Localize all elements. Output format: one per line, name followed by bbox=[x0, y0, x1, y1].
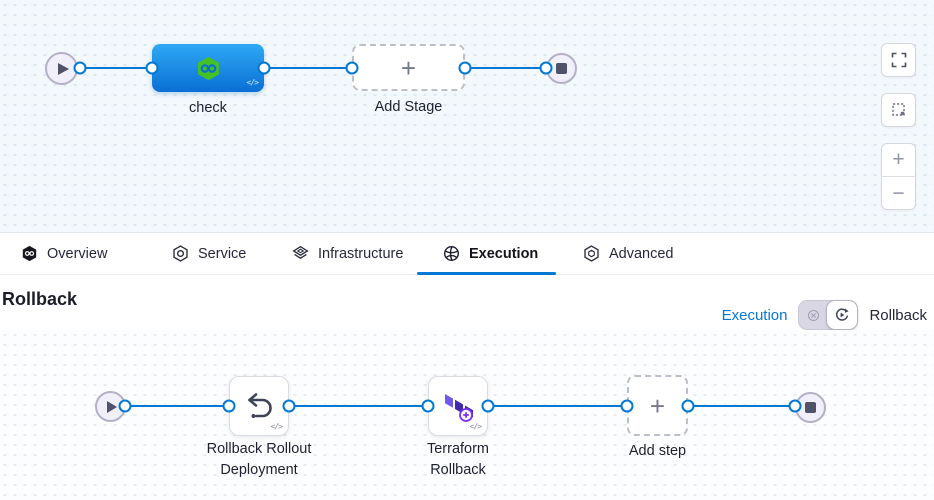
connector-port bbox=[73, 61, 87, 75]
zoom-controls: + − bbox=[881, 143, 916, 210]
fullscreen-button[interactable] bbox=[881, 43, 916, 77]
tab-service[interactable]: Service bbox=[172, 233, 246, 274]
rollback-section-header: Rollback Execution Rollback bbox=[0, 275, 934, 330]
step-label-line: Rollback Rollout bbox=[206, 441, 312, 457]
tab-overview[interactable]: Overview bbox=[21, 233, 107, 274]
terraform-icon bbox=[445, 394, 473, 422]
execution-rollback-switch-group: Execution Rollback bbox=[722, 300, 927, 330]
tab-execution[interactable]: Execution bbox=[443, 233, 538, 274]
toggle-knob[interactable] bbox=[826, 300, 859, 330]
code-icon: </> bbox=[270, 422, 283, 431]
overview-icon bbox=[22, 245, 37, 262]
step-terraform-rollback[interactable]: </> bbox=[428, 376, 488, 436]
connector-port bbox=[788, 399, 802, 413]
stage-check[interactable]: </> bbox=[152, 44, 264, 92]
connector-line bbox=[488, 405, 627, 407]
connector-line bbox=[465, 67, 546, 69]
connector-port bbox=[458, 61, 472, 75]
add-step-button[interactable]: + bbox=[627, 375, 688, 436]
connector-port bbox=[257, 61, 271, 75]
connector-line bbox=[688, 405, 795, 407]
add-stage-label: Add Stage bbox=[374, 99, 443, 115]
minus-icon: − bbox=[892, 181, 905, 205]
tab-label: Infrastructure bbox=[318, 245, 404, 262]
plus-icon: + bbox=[400, 52, 417, 83]
connector-port bbox=[481, 399, 495, 413]
stop-icon bbox=[805, 402, 816, 413]
rollback-canvas[interactable]: </> Rollback Rollout Deployment </> Terr… bbox=[0, 330, 934, 500]
execution-link[interactable]: Execution bbox=[721, 306, 788, 324]
connector-line bbox=[289, 405, 428, 407]
execution-rollback-toggle[interactable] bbox=[798, 300, 859, 330]
harness-stage-icon bbox=[197, 56, 219, 80]
connector-line bbox=[125, 405, 229, 407]
tab-infrastructure[interactable]: Infrastructure bbox=[292, 233, 403, 274]
marquee-select-button[interactable] bbox=[881, 93, 916, 127]
connector-port bbox=[282, 399, 296, 413]
tab-label: Execution bbox=[469, 245, 539, 262]
step-rollback-rollout-deployment[interactable]: </> bbox=[229, 376, 289, 436]
stage-label: check bbox=[189, 100, 227, 116]
rollback-undo-icon bbox=[248, 393, 272, 418]
execution-mini-icon bbox=[808, 309, 820, 322]
connector-port bbox=[421, 399, 435, 413]
execution-icon bbox=[444, 246, 459, 261]
plus-icon: + bbox=[649, 390, 666, 421]
connector-port bbox=[539, 61, 553, 75]
tab-label: Service bbox=[198, 245, 247, 262]
section-title: Rollback bbox=[2, 289, 78, 309]
connector-line bbox=[80, 67, 152, 69]
stage-canvas[interactable]: </> check + Add Stage bbox=[0, 0, 934, 232]
plus-icon: + bbox=[892, 148, 905, 171]
marquee-select-icon bbox=[891, 103, 905, 116]
play-icon bbox=[57, 62, 69, 75]
tab-label: Overview bbox=[47, 245, 108, 262]
play-icon bbox=[107, 400, 117, 413]
zoom-out-button[interactable]: − bbox=[882, 177, 915, 210]
connector-port bbox=[345, 61, 359, 75]
connector-port bbox=[681, 399, 695, 413]
advanced-icon bbox=[584, 245, 599, 262]
connector-port bbox=[620, 399, 634, 413]
connector-port bbox=[118, 399, 132, 413]
step-label: Terraform Rollback bbox=[388, 439, 528, 481]
active-tab-underline bbox=[417, 272, 556, 275]
connector-port bbox=[145, 61, 159, 75]
zoom-in-button[interactable]: + bbox=[882, 144, 915, 177]
service-icon bbox=[173, 245, 188, 262]
infrastructure-icon bbox=[292, 245, 309, 259]
step-label-line: Terraform bbox=[426, 441, 490, 457]
code-icon: </> bbox=[469, 422, 482, 431]
add-stage-button[interactable]: + bbox=[352, 44, 465, 91]
pipeline-start-node[interactable] bbox=[45, 52, 78, 85]
step-label-line: Deployment bbox=[220, 462, 298, 478]
code-icon: </> bbox=[246, 78, 259, 87]
rollback-mini-icon bbox=[836, 308, 850, 321]
add-step-label: Add step bbox=[628, 443, 687, 459]
tab-label: Advanced bbox=[609, 245, 674, 262]
step-label: Rollback Rollout Deployment bbox=[189, 439, 329, 481]
stop-icon bbox=[556, 63, 567, 74]
connector-port bbox=[222, 399, 236, 413]
fullscreen-icon bbox=[891, 52, 906, 68]
connector-line bbox=[264, 67, 352, 69]
config-tabbar: Overview Service Infrastructure bbox=[0, 232, 934, 275]
rollback-toggle-label: Rollback bbox=[869, 306, 927, 324]
step-label-line: Rollback bbox=[430, 462, 486, 478]
tab-advanced[interactable]: Advanced bbox=[583, 233, 674, 274]
